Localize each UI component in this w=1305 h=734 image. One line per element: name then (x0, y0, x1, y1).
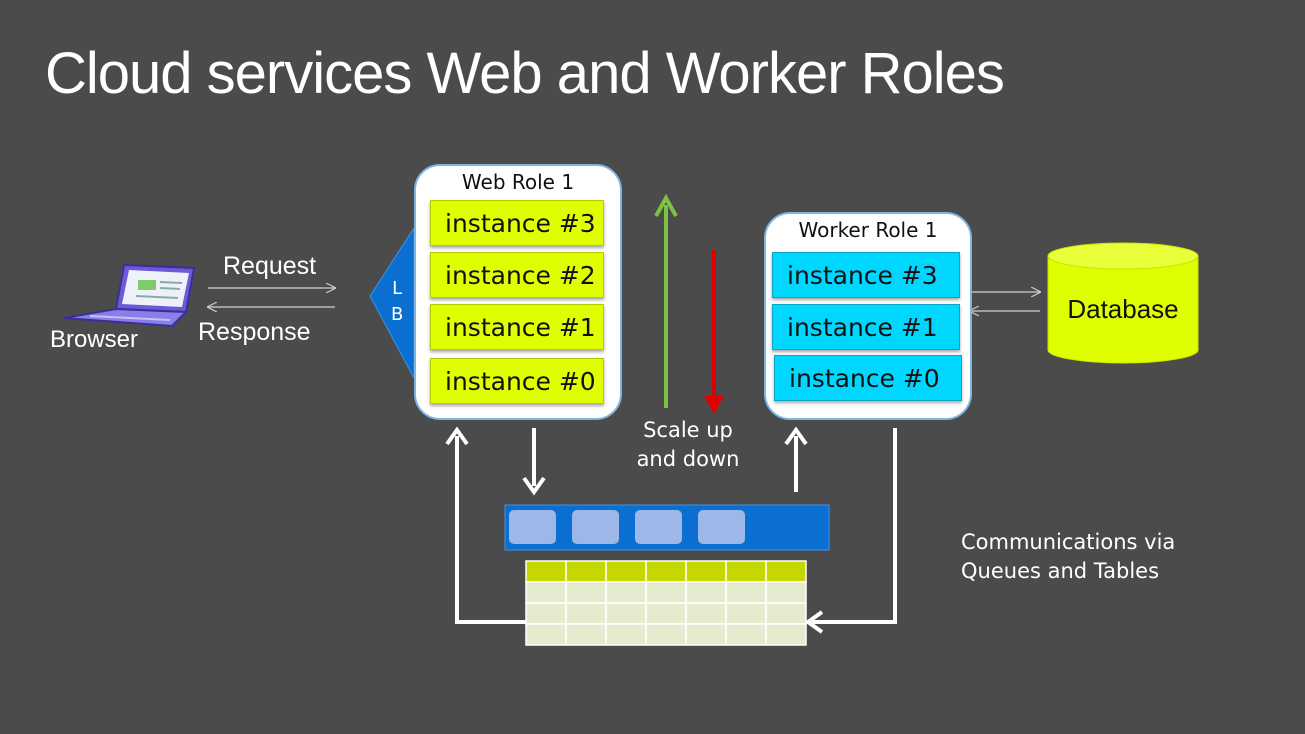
communications-label: Communications via Queues and Tables (961, 528, 1175, 586)
table-header-cell (685, 560, 727, 583)
table-to-web-arrow (445, 426, 526, 624)
table-header-cell (765, 560, 807, 583)
table-cell (685, 623, 727, 646)
table-header-cell (645, 560, 687, 583)
worker-to-table-arrow (804, 428, 897, 634)
scale-label: Scale up and down (628, 416, 748, 474)
table-cell (765, 602, 807, 625)
browser-label: Browser (50, 326, 139, 353)
web-instance: instance #2 (430, 252, 604, 298)
lb-letter: B (391, 304, 404, 325)
table-header-cell (725, 560, 767, 583)
table-cell (645, 602, 687, 625)
response-label: Response (198, 318, 311, 346)
database-icon (1047, 242, 1199, 364)
table-cell (565, 581, 607, 604)
table-header-cell (565, 560, 607, 583)
request-label: Request (223, 252, 317, 280)
worker-instance: instance #1 (772, 304, 960, 350)
table-cell (725, 581, 767, 604)
web-role-box: Web Role 1 instance #3 instance #2 insta… (414, 164, 622, 420)
storage-table (525, 560, 807, 646)
table-cell (765, 581, 807, 604)
scale-label-line2: and down (636, 447, 740, 471)
communications-line1: Communications via (961, 530, 1176, 554)
web-to-queue-arrow (522, 428, 546, 496)
queue-message (572, 510, 619, 544)
worker-role-title: Worker Role 1 (798, 218, 938, 242)
worker-role-box: Worker Role 1 instance #3 instance #1 in… (764, 212, 972, 420)
table-cell (525, 623, 567, 646)
table-cell (525, 581, 567, 604)
table-cell (685, 602, 727, 625)
scale-up-arrow (654, 193, 678, 408)
worker-instance: instance #3 (772, 252, 960, 298)
web-instance: instance #1 (430, 304, 604, 350)
scale-label-line1: Scale up (643, 418, 733, 442)
web-instance: instance #0 (430, 358, 604, 404)
lb-letter: L (392, 278, 403, 299)
table-cell (565, 602, 607, 625)
table-cell (645, 581, 687, 604)
scale-down-arrow (704, 250, 724, 414)
table-header-cell (605, 560, 647, 583)
table-cell (565, 623, 607, 646)
web-instance: instance #3 (430, 200, 604, 246)
queue-to-worker-arrow (784, 426, 808, 492)
communications-line2: Queues and Tables (961, 559, 1160, 583)
laptop-icon (63, 263, 196, 328)
table-cell (525, 602, 567, 625)
load-balancer-label: L B (391, 276, 403, 328)
queue-message (635, 510, 682, 544)
table-cell (685, 581, 727, 604)
queue-message (698, 510, 745, 544)
table-header-cell (525, 560, 567, 583)
database-label: Database (1067, 294, 1179, 324)
page-title: Cloud services Web and Worker Roles (45, 41, 1005, 106)
table-cell (765, 623, 807, 646)
table-cell (725, 623, 767, 646)
web-role-title: Web Role 1 (461, 170, 575, 194)
table-cell (645, 623, 687, 646)
table-cell (725, 602, 767, 625)
table-cell (605, 623, 647, 646)
table-cell (605, 602, 647, 625)
queue-message (509, 510, 556, 544)
worker-instance: instance #0 (774, 355, 962, 401)
table-cell (605, 581, 647, 604)
